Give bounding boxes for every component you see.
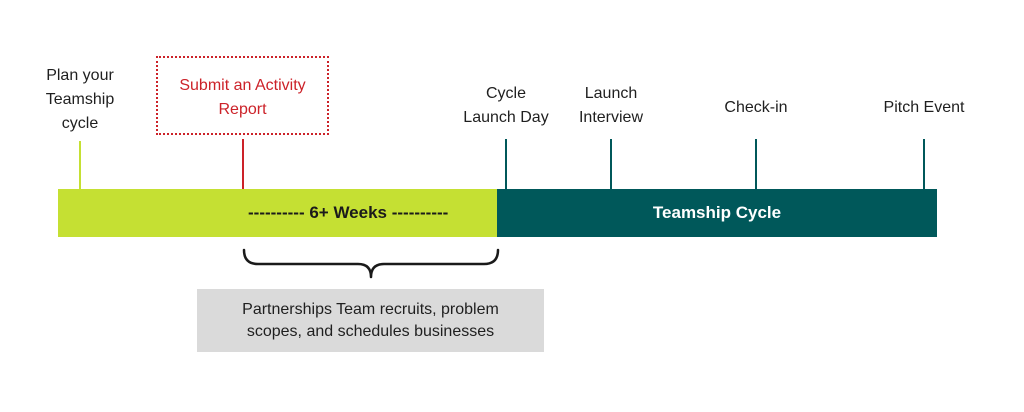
tick-launch-interview (610, 139, 612, 189)
tick-pitch-event (923, 139, 925, 189)
timeline-bar-prep-label: ---------- 6+ Weeks ---------- (248, 203, 449, 222)
tick-check-in (755, 139, 757, 189)
timeline-bar-cycle: Teamship Cycle (497, 189, 937, 237)
milestone-label-submit-report: Submit an Activity Report (179, 77, 306, 118)
milestone-label-pitch-event: Pitch Event (883, 99, 965, 116)
timeline-bar-cycle-label: Teamship Cycle (652, 203, 782, 222)
tick-submit-report (242, 139, 244, 189)
highlight-dotted-box (156, 56, 329, 135)
milestone-label-check-in: Check-in (724, 99, 788, 116)
milestone-label-plan: Plan your Teamship cycle (45, 67, 115, 132)
tick-plan (79, 141, 81, 189)
tick-launch-day (505, 139, 507, 189)
curly-brace (242, 248, 500, 279)
timeline-bar-prep: ---------- 6+ Weeks ---------- (58, 189, 497, 237)
note-box: Partnerships Team recruits, problem scop… (197, 289, 544, 352)
milestone-label-launch-interview: Launch Interview (578, 85, 644, 126)
milestone-label-launch-day: Cycle Launch Day (463, 85, 549, 126)
